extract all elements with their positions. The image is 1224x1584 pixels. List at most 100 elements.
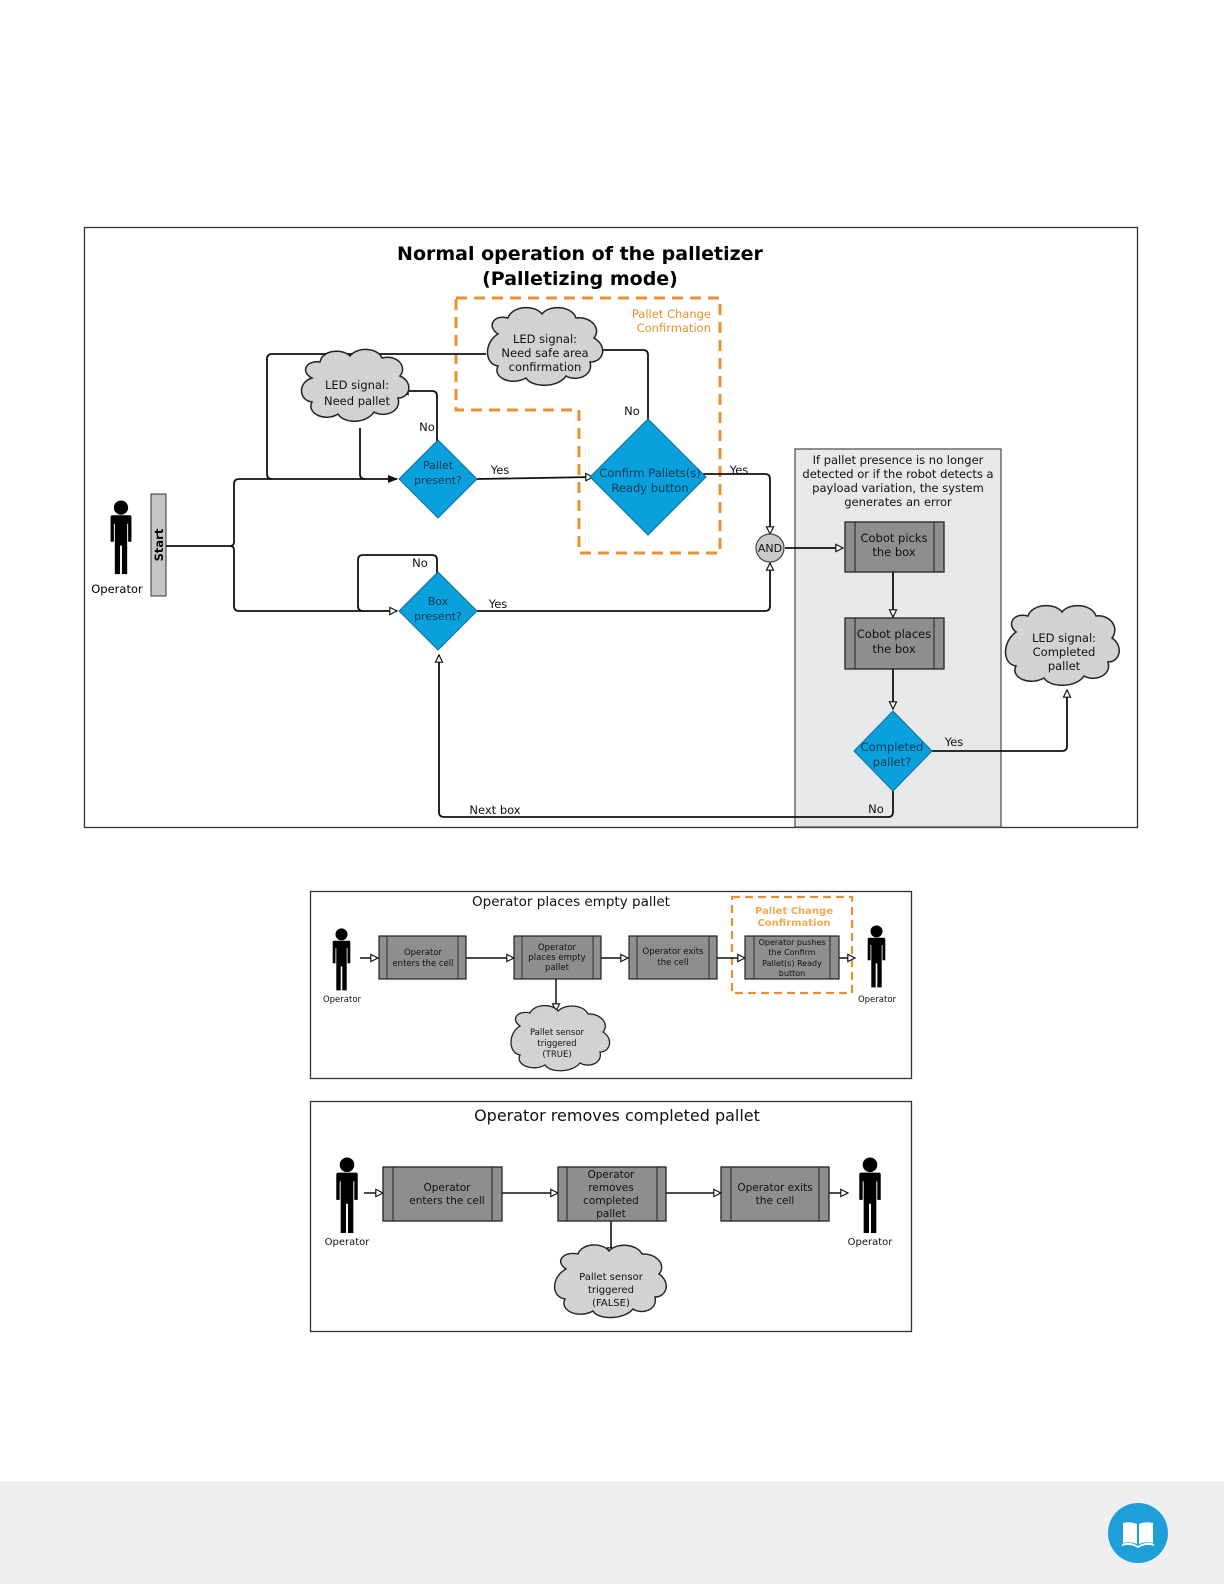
loop-safe-area-return [266,353,486,480]
svg-text:Operator: Operator [323,995,362,1005]
svg-text:Operator: Operator [848,1237,894,1248]
svg-text:pallet: pallet [596,1208,626,1220]
label-completed-no: No [868,802,884,816]
svg-text:pallet: pallet [1048,659,1081,673]
main-flowchart: Normal operation of the palletizer (Pall… [83,226,1139,829]
completed-step-exits: Operator exits the cell [720,1166,830,1222]
robot-zone-note: If pallet presence is no longer detected… [802,453,993,509]
svg-text:present?: present? [414,610,462,623]
process-cobot-places: Cobot places the box [844,617,945,670]
svg-text:Pallet sensor: Pallet sensor [579,1272,644,1283]
svg-text:(FALSE): (FALSE) [592,1298,630,1309]
edge-pallet-yes [476,477,593,479]
svg-text:Confirmation: Confirmation [757,918,830,929]
svg-text:(TRUE): (TRUE) [542,1050,571,1060]
completed-pallet-connectors [364,1193,848,1255]
svg-text:Completed: Completed [861,740,924,754]
label-confirm-no: No [624,404,640,418]
svg-text:Operator: Operator [858,995,897,1005]
svg-text:AND: AND [758,542,782,555]
label-confirm-yes: Yes [729,463,749,477]
empty-pallet-connectors [360,958,855,1011]
svg-text:Need safe area: Need safe area [501,346,588,360]
empty-pallet-diagram: Operator places empty pallet Pallet Chan… [309,890,913,1080]
svg-text:the box: the box [872,642,916,656]
edge-completed-yes [932,690,1067,752]
svg-text:Operator: Operator [424,1182,472,1194]
label-pallet-no: No [419,420,435,434]
main-title-line1: Normal operation of the palletizer [397,243,764,265]
label-box-no: No [412,556,428,570]
svg-text:detected or if the robot detec: detected or if the robot detects a [802,467,993,481]
svg-text:payload variation, the system: payload variation, the system [812,481,984,495]
svg-text:removes: removes [588,1182,633,1194]
edge-box-yes [477,563,770,612]
empty-pallet-frame [309,890,913,1080]
edge-completed-no [439,655,894,818]
svg-text:confirmation: confirmation [509,360,582,374]
svg-text:Box: Box [428,595,449,608]
empty-pallet-title: Operator places empty pallet [472,894,670,910]
svg-text:Operator pushes: Operator pushes [759,938,826,947]
empty-pallet-change-zone [730,895,854,995]
svg-text:Confirm Pallets(s): Confirm Pallets(s) [599,466,700,480]
svg-text:enters the cell: enters the cell [392,959,453,969]
svg-text:Pallet(s) Ready: Pallet(s) Ready [762,959,822,968]
svg-text:LED signal:: LED signal: [325,378,389,392]
svg-text:Operator exits: Operator exits [737,1182,812,1194]
label-completed-yes: Yes [944,735,964,749]
svg-text:the cell: the cell [657,958,688,968]
svg-text:Operator: Operator [404,948,443,958]
svg-text:Operator: Operator [588,1169,636,1181]
svg-text:triggered: triggered [537,1039,576,1049]
empty-step-pushes-confirm: Operator pushes the Confirm Pallet(s) Re… [744,935,840,980]
label-next-box: Next box [469,803,520,817]
empty-step-places: Operator places empty pallet [513,935,602,980]
svg-text:Operator: Operator [538,943,577,953]
svg-text:LED signal:: LED signal: [1032,631,1096,645]
operator-label: Operator [91,582,143,596]
start-label: Start [152,528,166,561]
svg-text:the box: the box [872,545,916,559]
svg-text:Operator exits: Operator exits [643,947,705,957]
pallet-change-label-line2: Confirmation [637,321,711,335]
start-bar [150,493,167,597]
process-cobot-picks: Cobot picks the box [844,521,945,573]
svg-text:Cobot picks: Cobot picks [860,531,927,545]
svg-text:triggered: triggered [588,1285,634,1296]
completed-step-enters: Operator enters the cell [382,1166,503,1222]
and-gate: AND [755,533,785,563]
empty-step-enters: Operator enters the cell [378,935,467,980]
decision-box-present: Box present? [398,571,478,651]
cloud-need-pallet: LED signal: Need pallet [300,348,410,422]
main-title-line2: (Palletizing mode) [482,268,678,290]
edge-confirm-yes [703,473,770,534]
connector-to-box [229,545,397,611]
cloud-safe-area: LED signal: Need safe area confirmation [486,306,604,386]
edge-box-no [357,554,438,612]
svg-text:present?: present? [414,474,462,487]
empty-step-exits: Operator exits the cell [628,935,718,980]
svg-text:Ready button: Ready button [611,481,688,495]
open-book-icon [1122,1522,1154,1548]
completed-pallet-diagram: Operator removes completed pallet Operat… [309,1100,913,1333]
svg-text:Completed: Completed [1033,645,1096,659]
svg-text:Pallet: Pallet [423,459,454,472]
svg-text:the Confirm: the Confirm [768,948,815,957]
svg-text:If pallet presence is no longe: If pallet presence is no longer [813,453,984,467]
svg-text:Pallet Change: Pallet Change [755,906,833,917]
svg-text:places empty: places empty [528,953,585,963]
pallet-change-label-line1: Pallet Change [632,307,711,321]
manual-book-button[interactable] [1108,1503,1168,1563]
svg-text:LED signal:: LED signal: [513,332,577,346]
decision-completed-pallet: Completed pallet? [853,710,933,792]
svg-text:Pallet sensor: Pallet sensor [530,1028,585,1038]
decision-confirm-pallets: Confirm Pallets(s) Ready button [589,418,707,536]
completed-sensor-cloud: Pallet sensor triggered (FALSE) [553,1244,667,1319]
svg-text:Operator: Operator [325,1237,371,1248]
svg-text:generates an error: generates an error [844,495,952,509]
page-footer [0,1481,1224,1584]
svg-text:Cobot places: Cobot places [857,627,932,641]
pallet-change-zone [454,296,722,555]
